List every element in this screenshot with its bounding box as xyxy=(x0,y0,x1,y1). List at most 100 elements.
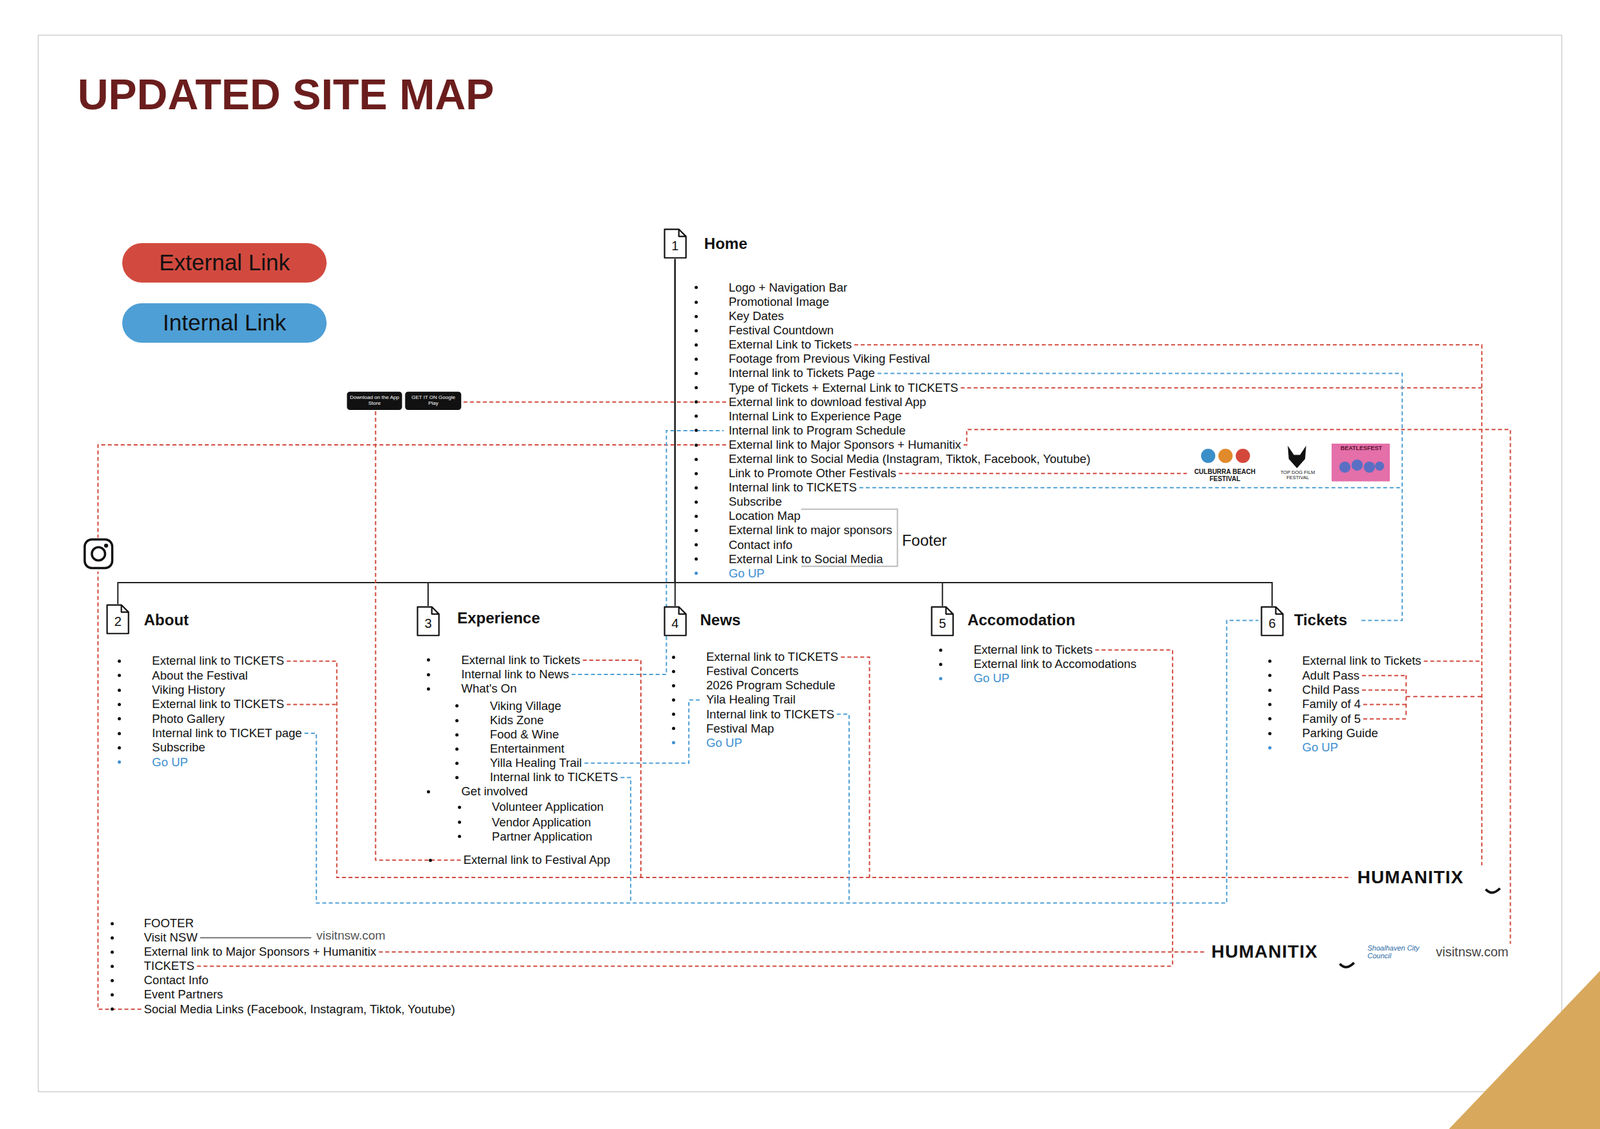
link-line xyxy=(1362,689,1407,691)
bullet-dot xyxy=(110,964,114,969)
bullet-dot xyxy=(694,414,698,418)
bullet-dot xyxy=(939,662,943,667)
bullet-dot xyxy=(694,543,698,547)
label-text: visitnsw.com xyxy=(1435,944,1509,960)
label-text: GET IT ON Google Play xyxy=(406,395,461,407)
top-dog-logo xyxy=(1287,445,1306,469)
link-line xyxy=(462,401,727,403)
link-line xyxy=(582,660,641,878)
bullet-dot xyxy=(117,760,121,764)
page-number: 5 xyxy=(939,615,947,632)
label-text: visitnsw.com xyxy=(316,928,386,944)
tree-connector xyxy=(675,259,943,607)
label-text: TICKETS xyxy=(143,959,195,974)
bullet-dot xyxy=(671,670,676,674)
bullet-dot xyxy=(117,717,121,721)
bullet-dot xyxy=(694,514,698,519)
page-title: Tickets xyxy=(1294,611,1348,630)
bullet-dot xyxy=(455,719,459,723)
link-line xyxy=(961,387,1483,389)
list-item: Internal Link to Experience Page xyxy=(728,409,902,424)
link-line xyxy=(859,486,1403,489)
google-play-badge xyxy=(404,391,462,411)
list-item: Location Map xyxy=(728,508,801,524)
bullet-dot xyxy=(694,472,698,476)
list-item: Family of 5 xyxy=(1302,712,1361,727)
bullet-dot xyxy=(694,529,698,533)
label-text: TOP DOG FILM FESTIVAL xyxy=(1277,470,1319,482)
corner-decoration xyxy=(1448,971,1600,1129)
link-line xyxy=(97,444,726,539)
page-node: 5AccomodationExternal link to TicketsExt… xyxy=(930,605,1137,686)
bullet-dot xyxy=(455,776,459,780)
list-item: Yilla Healing Trail xyxy=(489,756,582,771)
bullet-dot xyxy=(694,371,698,376)
bullet-dot xyxy=(117,688,121,692)
list-item: Subscribe xyxy=(151,740,206,755)
bullet-dot xyxy=(671,698,676,702)
list-item: Internal link to Program Schedule xyxy=(728,423,907,438)
bullet-dot xyxy=(110,950,114,954)
label-text: BEATLESFEST xyxy=(1332,445,1390,453)
link-line xyxy=(620,777,632,903)
list-item: Child Pass xyxy=(1302,682,1360,698)
bullet-dot xyxy=(694,300,698,304)
bullet-dot xyxy=(694,400,698,404)
page-number: 2 xyxy=(114,613,122,630)
list-item: Subscribe xyxy=(728,494,782,509)
bullet-dot xyxy=(455,747,459,751)
link-line xyxy=(898,472,1187,475)
instagram-icon xyxy=(84,539,113,568)
list-item: External link to TICKETS xyxy=(706,649,839,665)
list-item: External link to Major Sponsors + Humani… xyxy=(728,437,962,453)
bullet-dot xyxy=(117,673,121,678)
list-item: Logo + Navigation Bar xyxy=(728,280,848,295)
list-item: External link to TICKETS xyxy=(151,653,284,669)
tree-connector xyxy=(675,259,1273,607)
list-item: Festival Countdown xyxy=(728,323,834,338)
link-line xyxy=(97,571,141,1010)
bullet-dot xyxy=(694,443,698,447)
bullet-dot xyxy=(110,936,114,940)
list-item: Contact info xyxy=(728,538,793,553)
culburra-logo xyxy=(1200,448,1251,464)
label-text: Shoalhaven City Council xyxy=(1367,944,1430,960)
link-line xyxy=(877,373,1403,621)
bullet-dot xyxy=(694,386,698,390)
page-title: Home xyxy=(704,234,748,254)
list-item: Festival Concerts xyxy=(706,664,799,679)
page-title: News xyxy=(699,611,741,630)
list-item: Go UP xyxy=(706,735,743,751)
page-title: Experience xyxy=(457,609,541,628)
list-item: External link to Festival App xyxy=(463,853,610,868)
label-text: Social Media Links (Facebook, Instagram,… xyxy=(143,1002,455,1017)
page-number: 6 xyxy=(1268,615,1276,632)
list-item: External Link to Social Media xyxy=(728,552,884,567)
bullet-dot xyxy=(694,428,698,433)
bullet-dot xyxy=(426,687,431,691)
list-item: Go UP xyxy=(1302,740,1339,755)
link-line xyxy=(199,937,312,939)
bullet-dot xyxy=(694,557,698,561)
page-node: 3ExperienceExternal link to TicketsInter… xyxy=(416,605,619,868)
list-item: External link to Tickets xyxy=(1302,653,1422,669)
bullet-dot xyxy=(110,993,114,997)
bullet-dot xyxy=(671,741,676,745)
label-text: HUMANITIX xyxy=(1357,866,1465,889)
list-item: Photo Gallery xyxy=(151,712,225,727)
list-item: Viking Village xyxy=(489,699,561,714)
label-text: CULBURRA BEACH FESTIVAL xyxy=(1189,468,1260,483)
bullet-dot xyxy=(1268,717,1272,721)
list-item: Footage from Previous Viking Festival xyxy=(728,351,930,367)
bullet-dot xyxy=(694,285,698,290)
list-item: Vendor Application xyxy=(492,815,592,830)
bullet-dot xyxy=(457,820,462,824)
page-node: 4NewsExternal link to TICKETSFestival Co… xyxy=(663,605,839,751)
link-line xyxy=(1363,718,1406,720)
bullet-dot xyxy=(457,834,462,839)
list-item: Adult Pass xyxy=(1302,668,1360,683)
bullet-dot xyxy=(455,704,459,708)
page-title: About xyxy=(143,611,189,630)
list-item: External link to Tickets xyxy=(973,642,1093,658)
bullet-dot xyxy=(671,655,676,660)
